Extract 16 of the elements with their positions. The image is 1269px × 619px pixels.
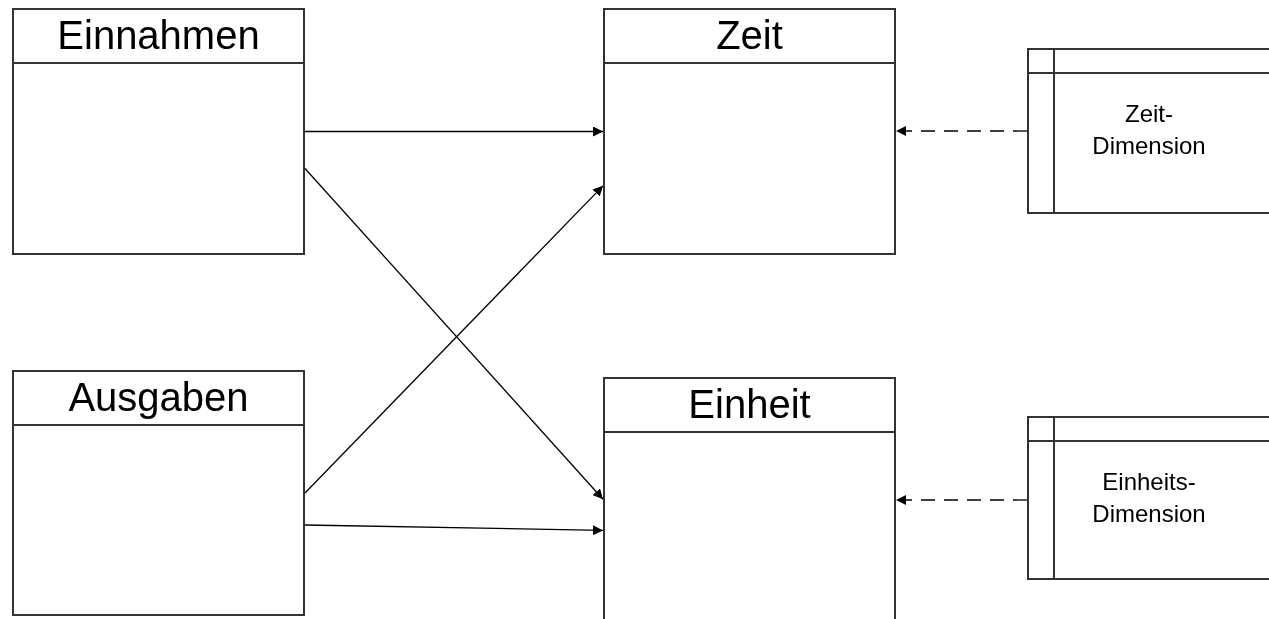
- table-box: [603, 8, 896, 255]
- table-title: Einnahmen: [57, 12, 260, 59]
- table-title: Ausgaben: [68, 374, 249, 421]
- table-title: Einheit: [688, 381, 811, 428]
- table-box: [12, 370, 305, 616]
- dimension-box: [1027, 416, 1269, 580]
- table-box: [12, 8, 305, 255]
- table-title: Zeit: [716, 12, 783, 59]
- dimension-label: Zeit-Dimension: [1091, 99, 1207, 161]
- arrow: [304, 524, 604, 536]
- dimension-label: Einheits-Dimension: [1091, 467, 1207, 529]
- arrow: [895, 126, 1028, 136]
- arrow: [895, 495, 1028, 505]
- dimension-box: [1027, 48, 1269, 214]
- table-box: [603, 377, 896, 619]
- arrow: [304, 126, 604, 137]
